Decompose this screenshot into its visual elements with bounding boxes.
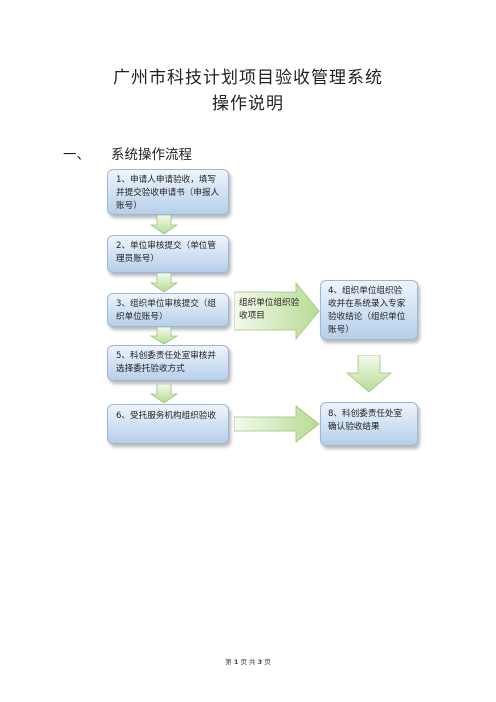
down-arrow-icon	[150, 215, 178, 235]
footer-total-pages: 3	[257, 658, 263, 666]
flow-step-6-text: 6、受托服务机构组织验收	[116, 411, 216, 421]
document-subtitle: 操作说明	[212, 94, 284, 114]
flow-step-3-text: 3、组织单位审核提交（组织单位账号）	[116, 299, 216, 322]
section-heading: 一、 系统操作流程	[63, 143, 192, 163]
footer-prefix: 第	[225, 658, 232, 666]
footer-suffix: 页	[264, 658, 271, 666]
section-title: 系统操作流程	[111, 147, 192, 163]
flow-step-4: 4、组织单位组织验收并在系统录入专家验收结论（组织单位账号）	[320, 280, 418, 340]
flow-step-3: 3、组织单位审核提交（组织单位账号）	[107, 293, 229, 327]
document-title: 广州市科技计划项目验收管理系统	[113, 68, 383, 88]
down-arrow-icon	[150, 327, 178, 345]
flow-step-8: 8、科创委责任处室确认验收结果	[320, 402, 418, 446]
footer-page-number: 1	[233, 658, 239, 666]
flow-step-5-text: 5、科创委责任处室审核并选择委托验收方式	[116, 351, 216, 374]
flow-step-5: 5、科创委责任处室审核并选择委托验收方式	[107, 345, 229, 381]
down-arrow-icon	[150, 384, 178, 404]
flow-step-1-text: 1、申请人申请验收，填写并提交验收申请书（申报人账号）	[116, 175, 220, 211]
flow-step-8-text: 8、科创委责任处室确认验收结果	[328, 409, 403, 432]
flow-step-6: 6、受托服务机构组织验收	[107, 404, 229, 444]
page-footer: 第 1 页 共 3 页	[0, 656, 496, 666]
flow-step-2-text: 2、单位审核提交（单位管理员账号）	[116, 241, 216, 264]
right-arrow-icon	[234, 405, 320, 443]
flow-step-1: 1、申请人申请验收，填写并提交验收申请书（申报人账号）	[107, 169, 229, 215]
flow-step-4-text: 4、组织单位组织验收并在系统录入专家验收结论（组织单位账号）	[328, 286, 406, 335]
footer-mid: 页 共	[240, 658, 256, 666]
section-number: 一、	[63, 147, 90, 163]
flow-step-2: 2、单位审核提交（单位管理员账号）	[107, 235, 229, 273]
right-arrow-icon	[234, 282, 320, 340]
down-arrow-icon	[346, 355, 392, 393]
down-arrow-icon	[150, 273, 178, 293]
arrow-label: 组织单位组织验收项目	[239, 298, 300, 321]
